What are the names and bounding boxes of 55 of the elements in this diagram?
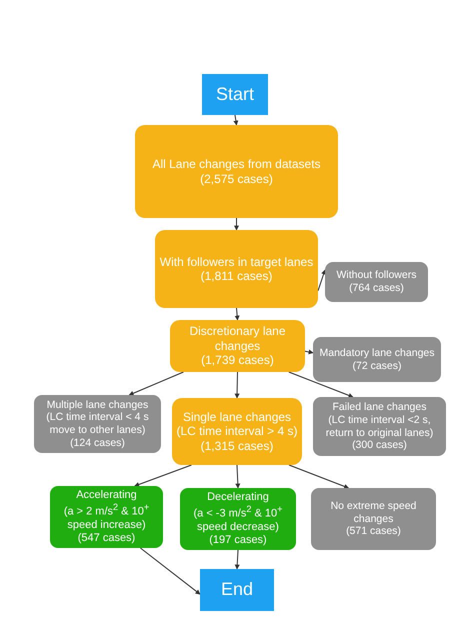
arrow	[234, 218, 239, 231]
node-text: (1,739 cases)	[201, 353, 274, 368]
node-text: Decelerating	[207, 490, 269, 504]
node-text: (a < -3 m/s$^{2}$ & 10$^{+}$ speed decrease)	[192, 504, 284, 534]
arrow	[235, 464, 240, 489]
arrow	[304, 349, 314, 354]
process-box	[155, 230, 318, 308]
arrow	[134, 464, 192, 487]
arrow	[288, 372, 354, 398]
node-text: All Lane changes from datasets	[152, 157, 321, 172]
process-box	[311, 488, 436, 550]
terminal-box	[202, 74, 268, 115]
arrow	[234, 308, 240, 321]
process-box	[172, 398, 302, 465]
node-text: Multiple lane changes	[46, 398, 148, 412]
node-text: (a > 2 m/s$^{2}$ & 10$^{+}$ speed increase)	[62, 502, 150, 532]
node-text: Single lane changes	[182, 410, 292, 424]
process-box	[313, 397, 446, 456]
node-text: Accelerating	[76, 488, 137, 502]
arrow	[140, 548, 200, 595]
arrow	[318, 269, 326, 292]
arrow	[288, 464, 350, 489]
arrow	[128, 372, 184, 396]
node-text: (LC time interval > 4 s)	[176, 424, 298, 439]
process-box	[325, 262, 428, 302]
process-box	[135, 125, 338, 218]
arrow	[234, 372, 240, 399]
node-text: (547 cases)	[78, 532, 136, 546]
node-text: (LC time interval <2 s, return to original lanes)	[324, 414, 434, 440]
node-text: (1,315 cases)	[200, 438, 274, 454]
arrow	[234, 550, 240, 570]
node-text: Failed lane changes	[332, 401, 426, 414]
node-text: (197 cases)	[209, 534, 267, 548]
node-text: (2,575 cases)	[200, 172, 273, 186]
node-text: (571 cases)	[346, 525, 401, 538]
terminal-box	[200, 569, 274, 611]
node-text: Mandatory lane changes	[320, 346, 434, 360]
node-text: (72 cases)	[352, 360, 402, 372]
process-box	[170, 320, 305, 372]
node-text: (764 cases)	[349, 282, 404, 295]
node-text: With followers in target lanes	[160, 254, 314, 269]
node-text: (300 cases)	[352, 439, 407, 452]
process-box	[34, 395, 161, 453]
arrow	[233, 114, 238, 126]
process-box	[180, 488, 296, 550]
node-text: No extreme speed changes	[330, 500, 418, 526]
node-text: Discretionary lane changes	[188, 324, 287, 354]
node-text: Start	[216, 84, 254, 106]
node-text: End	[220, 579, 254, 601]
process-box	[50, 486, 163, 548]
process-box	[313, 337, 441, 382]
node-text: (1,811 cases)	[200, 269, 272, 284]
node-text: (LC time interval < 4 s move to other lanes)	[45, 411, 150, 437]
node-text: Without followers	[336, 269, 416, 282]
node-text: (124 cases)	[70, 436, 125, 450]
